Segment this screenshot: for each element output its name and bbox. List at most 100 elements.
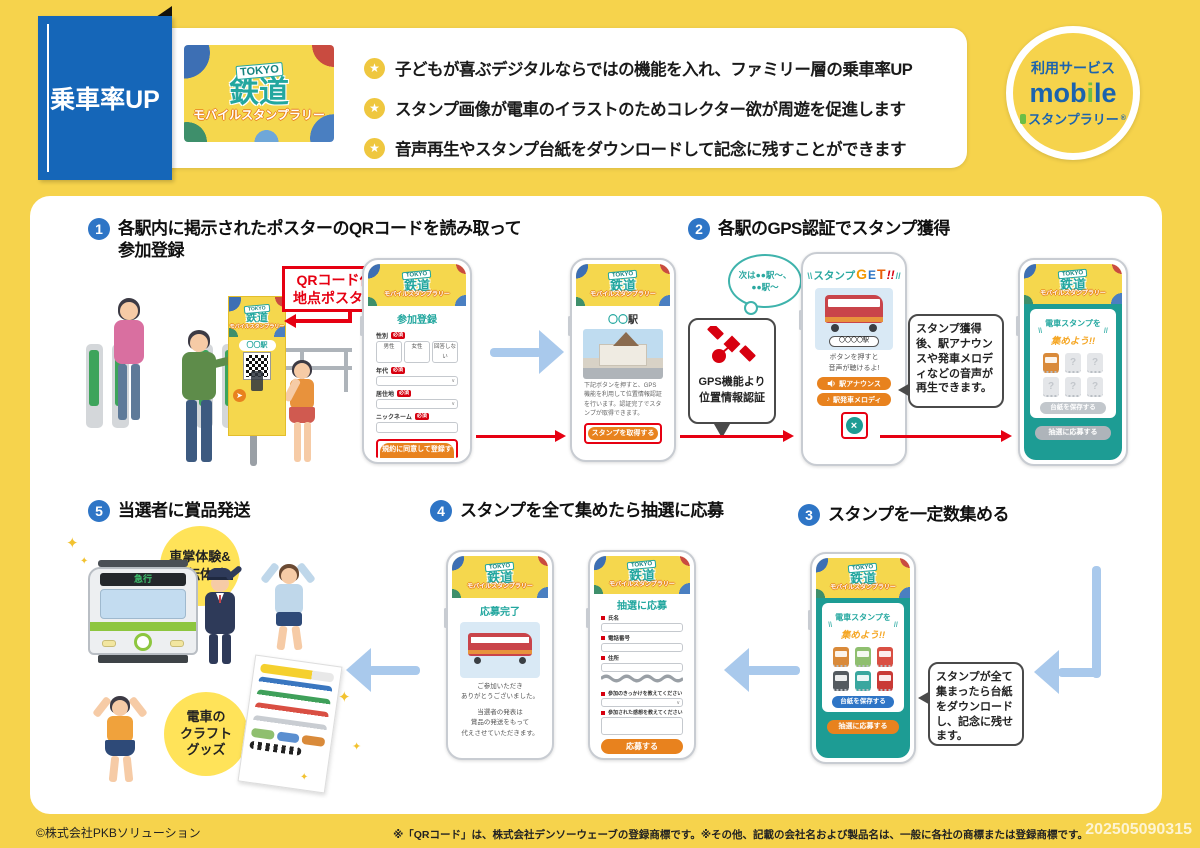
train-stamp bbox=[1043, 353, 1059, 373]
phone-input[interactable] bbox=[601, 643, 683, 652]
banner-subtitle: モバイルスタンプラリー bbox=[609, 581, 675, 588]
address-input[interactable] bbox=[601, 663, 683, 672]
address-label: 住所 bbox=[601, 654, 683, 662]
stamp-card: \\ 電車スタンプを 集めよう!! // bbox=[822, 603, 904, 712]
banner-title: 鉄道 bbox=[628, 567, 655, 583]
save-sheet-button[interactable]: 台紙を保存する bbox=[1040, 402, 1106, 414]
required-square bbox=[601, 636, 605, 640]
sparkle-icon: ✦ bbox=[352, 741, 362, 753]
station-name-placeholder: 〇〇 bbox=[608, 315, 628, 326]
footer-trademark-note: ※「QRコード」は、株式会社デンソーウェーブの登録商標です。※その他、記載の会社… bbox=[393, 829, 1088, 841]
mobile-logo: mobile bbox=[1029, 80, 1116, 107]
boy-shorts bbox=[276, 612, 302, 626]
arrow-shaft bbox=[368, 666, 420, 675]
banner-subtitle: モバイルスタンプラリー bbox=[384, 291, 450, 298]
arrow-head bbox=[539, 330, 564, 374]
tag-arrow-head bbox=[284, 314, 296, 328]
gender-option-female[interactable]: 女性 bbox=[404, 341, 430, 363]
train-stamp bbox=[855, 647, 871, 667]
age-select[interactable] bbox=[376, 376, 458, 386]
apply-lottery-button[interactable]: 抽選に応募する bbox=[826, 720, 900, 734]
necktie bbox=[219, 595, 221, 603]
headlight bbox=[170, 640, 184, 647]
done-train-card bbox=[460, 622, 540, 678]
close-icon[interactable]: × bbox=[845, 417, 863, 434]
stamp-card-title-text: 電車スタンプを 集めよう!! bbox=[835, 607, 891, 643]
apply-submit-button[interactable]: 応募する bbox=[601, 739, 683, 754]
apply-lottery-button[interactable]: 抽選に応募する bbox=[1035, 426, 1111, 440]
register-submit-button[interactable]: 規約に同意して登録する bbox=[380, 443, 454, 458]
fence-post bbox=[344, 348, 348, 392]
stamp-placeholder: ? bbox=[1043, 377, 1059, 397]
label-text: 参加された感想を教えてください bbox=[608, 710, 683, 716]
red-flow-arrow-icon bbox=[880, 430, 1012, 442]
gps-note-text: GPS機能より 位置情報認証 bbox=[698, 376, 766, 404]
phone-station: TOKYO 鉄道 モバイルスタンプラリー 〇〇駅 下記ボタンを押すと、GPS機能… bbox=[568, 258, 676, 462]
step3-heading: 3 スタンプを一定数集める bbox=[798, 504, 1098, 526]
save-sheet-button[interactable]: 台紙を保存する bbox=[832, 696, 894, 708]
scanning-phone-icon bbox=[251, 371, 263, 391]
label-text: ニックネーム bbox=[376, 415, 412, 421]
reason-select[interactable] bbox=[601, 698, 683, 707]
gender-option-male[interactable]: 男性 bbox=[376, 341, 402, 363]
jumping-girl-illustration bbox=[92, 690, 148, 790]
name-input[interactable] bbox=[601, 623, 683, 632]
campaign-banner: TOKYO 鉄道 モバイルスタンプラリー bbox=[184, 45, 334, 142]
get-stamp-button[interactable]: スタンプを取得する bbox=[588, 427, 658, 441]
music-note-icon: ♪ bbox=[826, 396, 830, 403]
get-bang: !! bbox=[886, 268, 895, 282]
woman-head bbox=[120, 302, 138, 320]
flow-arrow-horizontal bbox=[1058, 668, 1101, 677]
download-note: スタンプが全て集まったら台紙をダウンロードし、記念に残せます。 bbox=[928, 662, 1024, 746]
woman-illustration bbox=[106, 298, 152, 463]
gps-instruction-text: 下記ボタンを押すと、GPS機能を利用して位置情報認証を行います。認証完了でスタン… bbox=[584, 383, 662, 417]
step1-heading: 1 各駅内に掲示されたポスターのQRコードを読み取って参加登録 bbox=[88, 218, 568, 262]
tag-arrow-shaft bbox=[296, 319, 352, 323]
feedback-textarea[interactable] bbox=[601, 717, 683, 735]
train-stamp bbox=[877, 647, 893, 667]
collect-teal-area: \\ 電車スタンプを 集めよう!! // bbox=[816, 598, 910, 758]
label-text: 参加のきっかけを教えてください bbox=[608, 691, 683, 697]
stamp-placeholder: ? bbox=[1087, 377, 1103, 397]
residence-label: 居住地必須 bbox=[376, 389, 458, 398]
announce-audio-button[interactable]: 駅アナウンス bbox=[817, 377, 891, 390]
close-row: × bbox=[807, 412, 901, 439]
craft-track-strip bbox=[249, 740, 302, 756]
label-text: 氏名 bbox=[608, 616, 620, 622]
required-square bbox=[601, 710, 605, 715]
woman-leg bbox=[118, 364, 127, 420]
prize-craft-circle: 電車の クラフト グッズ bbox=[164, 692, 248, 776]
boy-leg bbox=[276, 625, 288, 651]
get-stamp-highlight: スタンプを取得する bbox=[584, 423, 662, 445]
sparkle-icon: ✦ bbox=[300, 772, 309, 783]
craft-car bbox=[301, 734, 326, 747]
announce-bubble: 次は●●駅〜、 ●●駅〜 bbox=[728, 254, 802, 315]
announce-button-label: 駅アナウンス bbox=[839, 380, 881, 388]
bullet-row: ★ スタンプ画像が電車のイラストのためコレクター欲が周遊を促進します bbox=[364, 88, 960, 128]
nickname-input[interactable] bbox=[376, 422, 458, 433]
stamp-get-header: \\ スタンプ G E T !! // bbox=[807, 266, 901, 283]
done-title: 応募完了 bbox=[480, 607, 520, 618]
app-banner: TOKYO 鉄道 モバイルスタンプラリー bbox=[816, 558, 910, 598]
poster-pole bbox=[250, 428, 257, 466]
app-banner: TOKYO 鉄道 モバイルスタンプラリー bbox=[452, 556, 548, 598]
train-stamp bbox=[833, 671, 849, 691]
man-head bbox=[190, 334, 208, 352]
gender-option-noanswer[interactable]: 回答しない bbox=[432, 341, 458, 363]
app-banner: TOKYO 鉄道 モバイルスタンプラリー bbox=[576, 264, 670, 306]
banner-subtitle: モバイルスタンプラリー bbox=[467, 583, 533, 590]
app-banner: TOKYO 鉄道 モバイルスタンプラリー bbox=[594, 556, 690, 594]
step2-number: 2 bbox=[688, 218, 710, 240]
sparkle-icon: ✦ bbox=[80, 556, 89, 567]
residence-select[interactable] bbox=[376, 399, 458, 409]
melody-audio-button[interactable]: ♪ 駅発車メロディ bbox=[817, 393, 891, 406]
stamp-placeholder: ? bbox=[1065, 353, 1081, 373]
train-wheel bbox=[474, 656, 482, 664]
girl-arm bbox=[128, 695, 148, 719]
train-emblem bbox=[134, 633, 152, 651]
girl-leg bbox=[122, 755, 134, 783]
station-screen: TOKYO 鉄道 モバイルスタンプラリー 〇〇駅 下記ボタンを押すと、GPS機能… bbox=[576, 264, 670, 456]
collect-title1: 電車スタンプを bbox=[835, 613, 891, 622]
step4-heading: 4 スタンプを全て集めたら抽選に応募 bbox=[430, 500, 770, 522]
